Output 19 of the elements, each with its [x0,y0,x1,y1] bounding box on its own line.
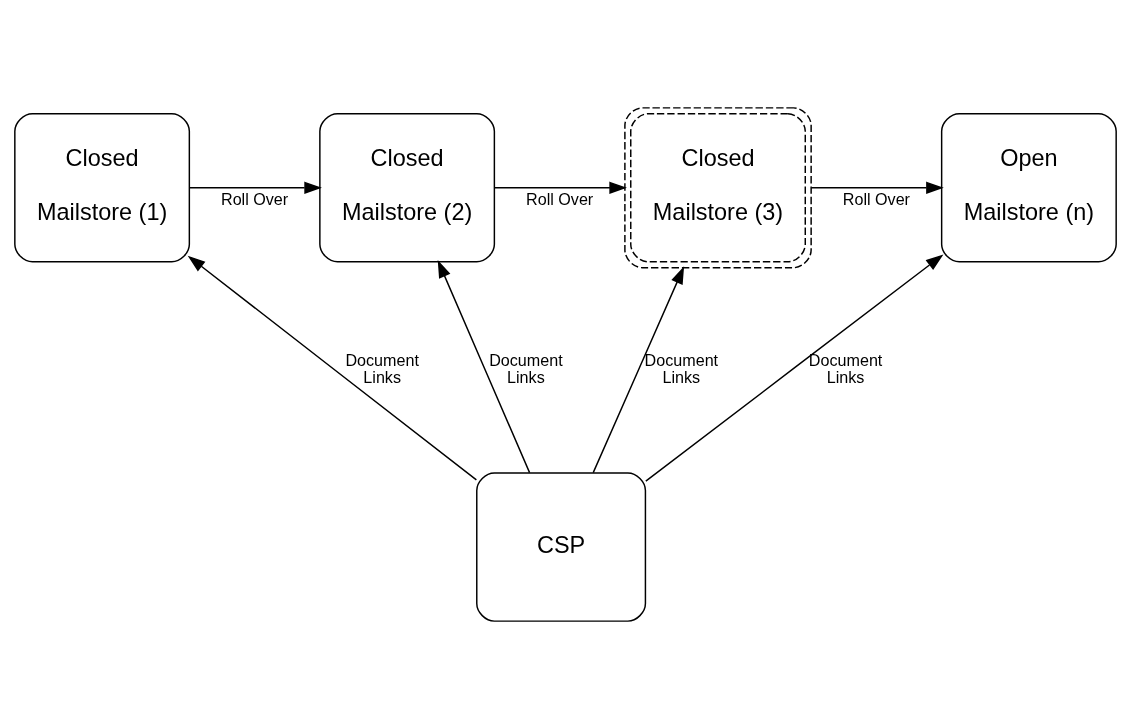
edge-label: Document Links [808,350,883,386]
node-box: Closed Mailstore (3) [624,106,812,268]
node-box: Closed Mailstore (2) [319,112,496,263]
edge-label: Roll Over [842,189,910,208]
edge-label: Roll Over [526,189,594,208]
arrow [810,181,944,194]
arrow [592,265,685,473]
edge-label: Document Links [345,350,419,386]
arrow [493,181,627,194]
edge-label: Document Links [644,350,719,386]
node-box: Closed Mailstore (1) [14,112,191,263]
arrow [187,255,478,481]
edge-label: Roll Over [221,189,289,208]
arrow [645,253,944,482]
node-box: CSP [476,471,647,622]
node-box: Open Mailstore (n) [940,112,1117,263]
edge-label: Document Links [489,350,563,386]
arrow [188,181,322,194]
arrow [437,259,531,473]
